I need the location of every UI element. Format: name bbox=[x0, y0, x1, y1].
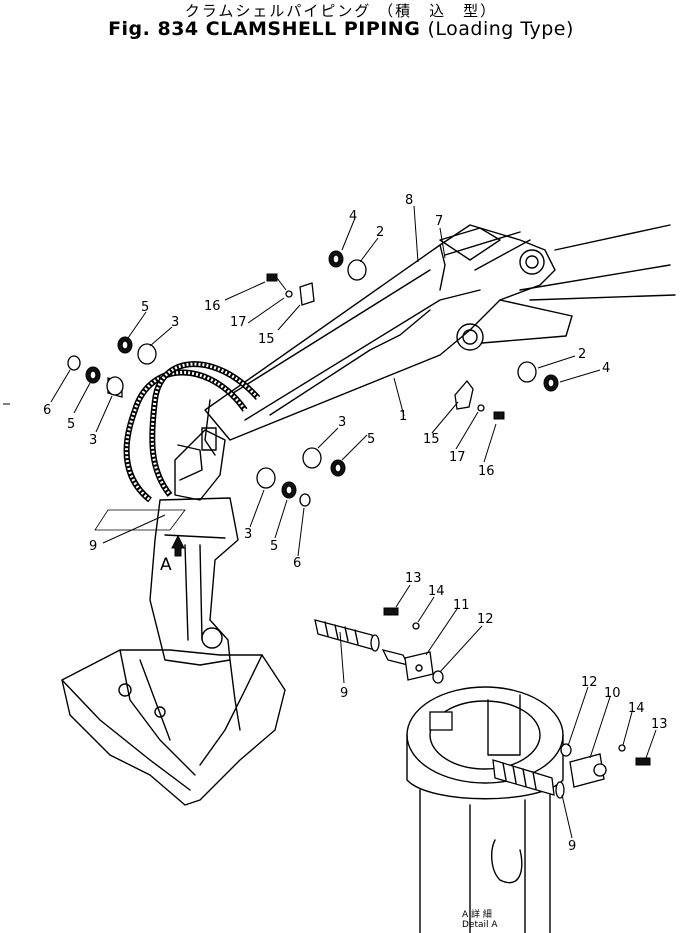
callout-10: 10 bbox=[604, 686, 621, 701]
title-en-text: Fig. 834 CLAMSHELL PIPING bbox=[108, 18, 421, 40]
callout-3: 3 bbox=[338, 415, 346, 430]
view-a-arrow bbox=[171, 534, 185, 557]
callout-3: 3 bbox=[89, 433, 97, 448]
callout-5: 5 bbox=[270, 539, 278, 554]
clamps-bolts bbox=[266, 273, 505, 420]
callout-4: 4 bbox=[349, 209, 357, 224]
callout-3: 3 bbox=[244, 527, 252, 542]
subtitle-jp-text: 積 込 型 bbox=[395, 2, 481, 20]
callout-5: 5 bbox=[67, 417, 75, 432]
detail-a-en: Detail A bbox=[462, 920, 498, 930]
arm-bracket bbox=[174, 427, 226, 501]
callout-15: 15 bbox=[423, 432, 440, 447]
detail-a-caption: A 詳 細 Detail A bbox=[462, 910, 498, 930]
callout-5: 5 bbox=[367, 432, 375, 447]
leader-lines bbox=[50, 205, 601, 557]
callout-6: 6 bbox=[293, 556, 301, 571]
callout-13: 13 bbox=[405, 571, 422, 586]
callout-8: 8 bbox=[405, 193, 413, 208]
callout-labels: 1 2 2 3 3 3 3 4 4 5 5 5 5 6 6 7 8 9 9 9 … bbox=[43, 193, 668, 854]
detail-a-jp: A 詳 細 bbox=[462, 910, 492, 920]
callout-3: 3 bbox=[171, 315, 179, 330]
clamshell-bucket bbox=[61, 497, 286, 806]
callout-16: 16 bbox=[204, 299, 221, 314]
callout-7: 7 bbox=[435, 214, 443, 229]
callout-15: 15 bbox=[258, 332, 275, 347]
detail-fittings bbox=[314, 607, 444, 684]
view-a-label: A bbox=[160, 555, 172, 575]
callout-6: 6 bbox=[43, 403, 51, 418]
callout-17: 17 bbox=[230, 315, 247, 330]
callout-13: 13 bbox=[651, 717, 668, 732]
title-jp-text: クラムシェルパイピング bbox=[184, 2, 372, 20]
callout-2: 2 bbox=[376, 225, 384, 240]
callout-9: 9 bbox=[89, 539, 97, 554]
title-japanese: クラムシェルパイピング （積 込 型） bbox=[184, 2, 498, 20]
figure-title: Fig. 834 CLAMSHELL PIPING (Loading Type) bbox=[108, 18, 574, 40]
callout-4: 4 bbox=[602, 361, 610, 376]
callout-12: 12 bbox=[581, 675, 598, 690]
callout-14: 14 bbox=[428, 584, 445, 599]
callout-5: 5 bbox=[141, 300, 149, 315]
hose-bundle bbox=[123, 361, 261, 503]
bushings-right bbox=[328, 250, 559, 392]
bushings-left bbox=[67, 336, 346, 507]
callout-17: 17 bbox=[449, 450, 466, 465]
boom-arm bbox=[204, 224, 676, 456]
callout-12: 12 bbox=[477, 612, 494, 627]
callout-14: 14 bbox=[628, 701, 645, 716]
detail-a-view bbox=[406, 686, 651, 933]
callout-1: 1 bbox=[399, 409, 407, 424]
callout-16: 16 bbox=[478, 464, 495, 479]
callout-9: 9 bbox=[340, 686, 348, 701]
callout-2: 2 bbox=[578, 347, 586, 362]
subtitle-en-text: Loading Type bbox=[435, 18, 567, 40]
detail-leader-lines bbox=[339, 584, 657, 839]
callout-9: 9 bbox=[568, 839, 576, 854]
callout-11: 11 bbox=[453, 598, 470, 613]
